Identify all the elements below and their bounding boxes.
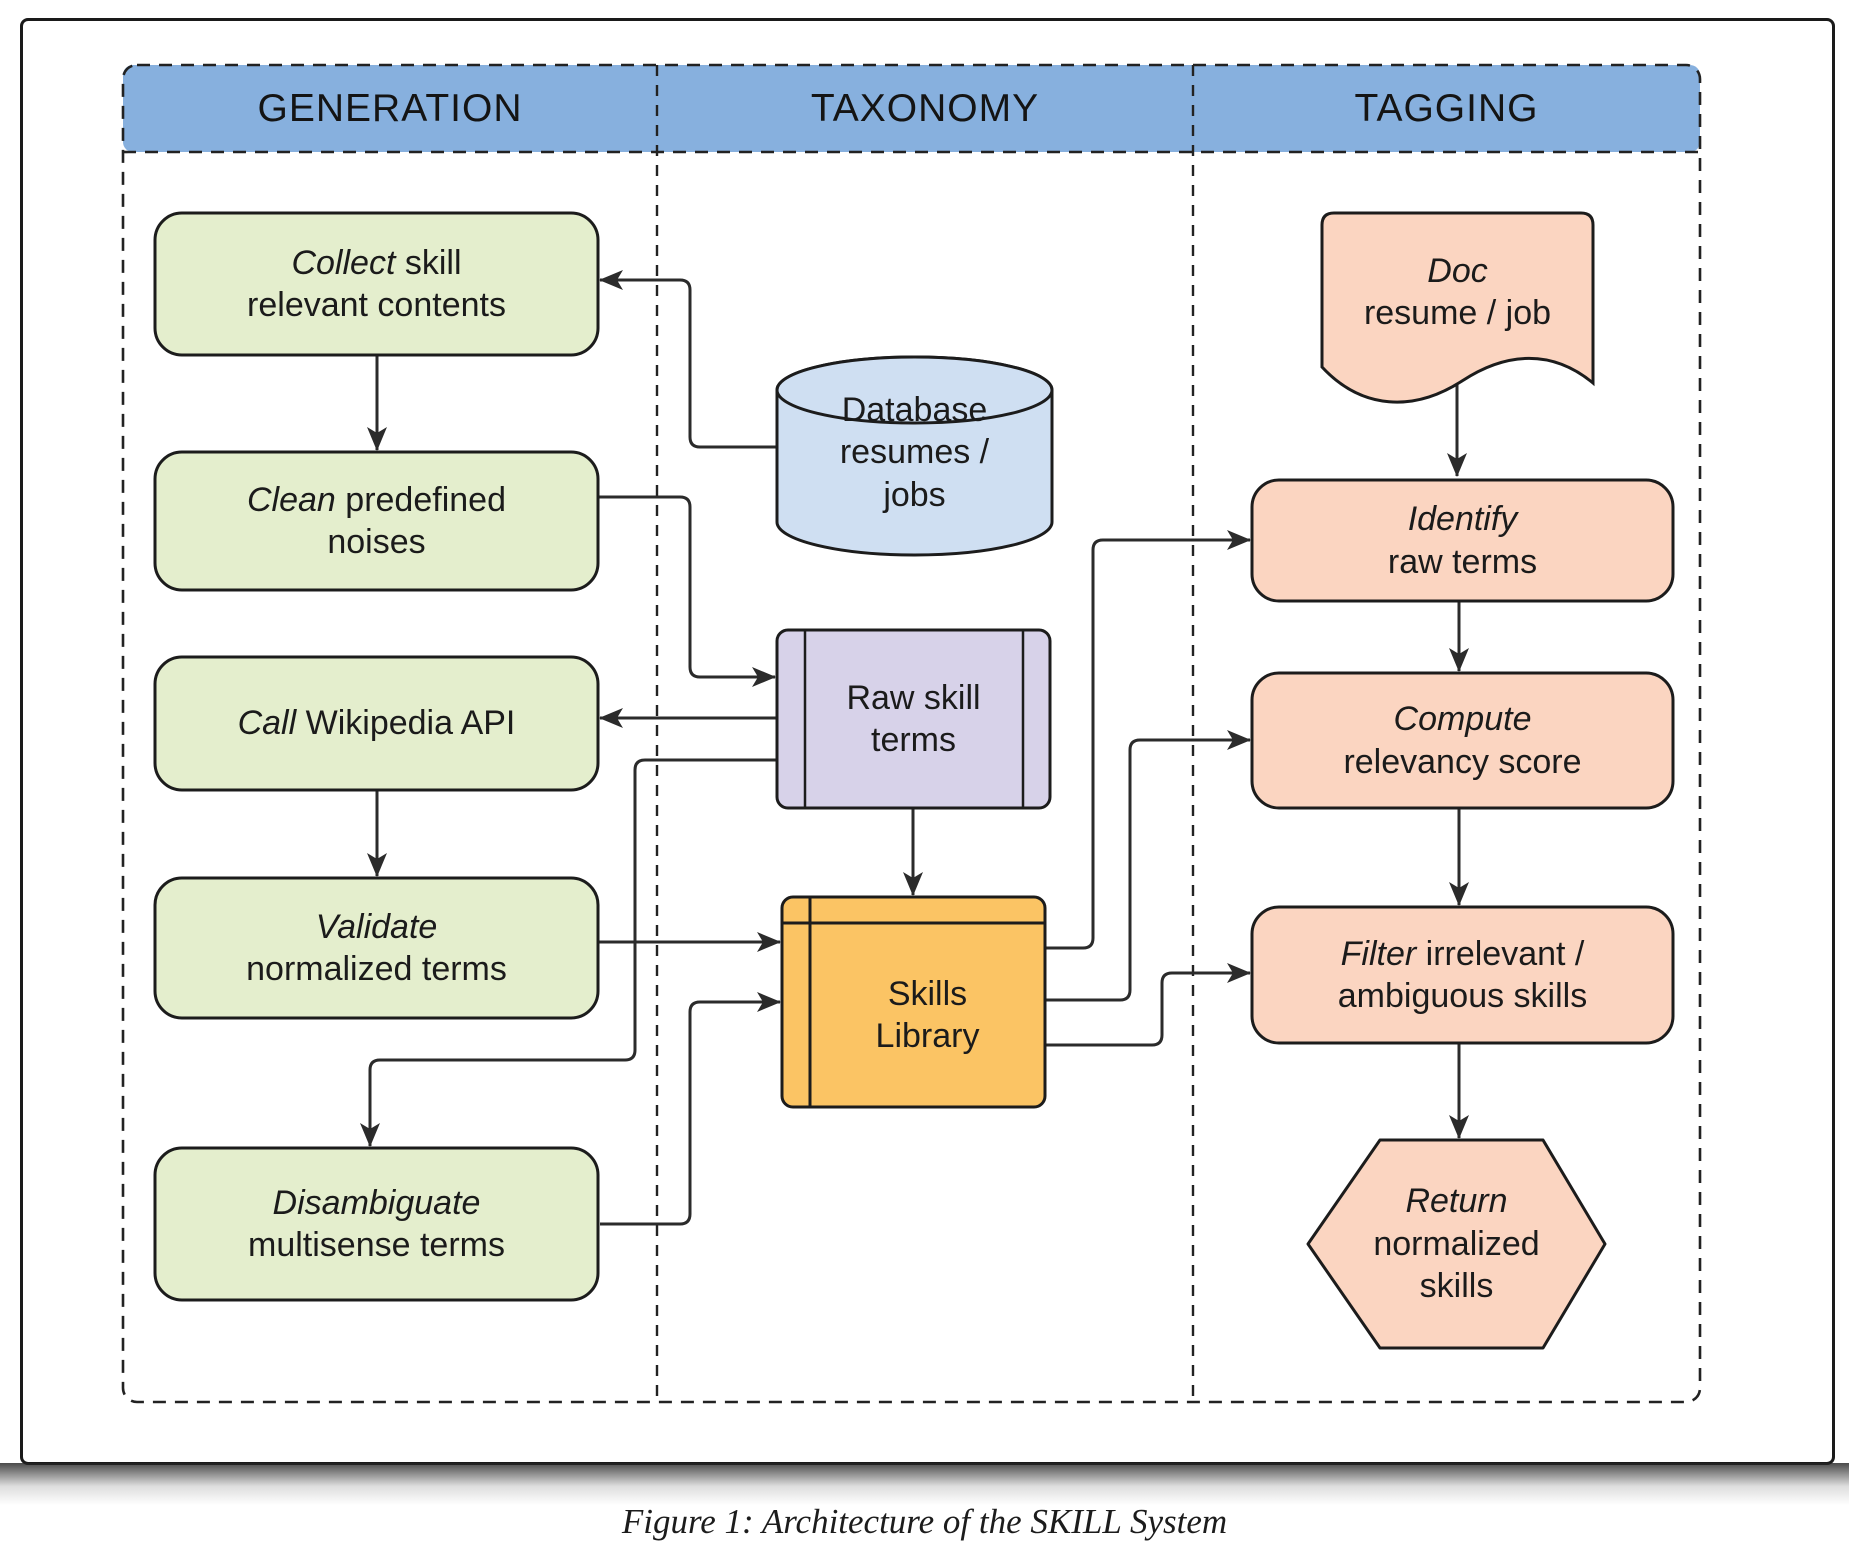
skills-library-inner-lines (782, 897, 1045, 1107)
compute-box-shape (1250, 671, 1675, 810)
api-box-shape (153, 655, 600, 792)
edge-library-filter (1045, 963, 1251, 1047)
disambiguate-box-shape (153, 1146, 600, 1302)
raw-terms-inner-lines (803, 630, 1025, 808)
edge-disambiguate-library (600, 992, 781, 1226)
skills-library-box-shape (780, 895, 1047, 1109)
header-band (123, 65, 1700, 152)
return-hexagon-shape (1306, 1138, 1607, 1350)
doc-shape (1320, 211, 1595, 404)
edge-database-collect (599, 270, 777, 449)
edge-library-compute (1045, 730, 1251, 1002)
validate-box-shape (153, 876, 600, 1020)
edge-clean-raw (598, 495, 776, 687)
edge-library-identify (1045, 530, 1251, 950)
database-cylinder-top (775, 355, 1054, 425)
dashed-frame (121, 63, 1702, 1404)
identify-box-shape (1250, 478, 1675, 603)
edge-raw-disambiguate (360, 758, 777, 1147)
figure-caption: Figure 1: Architecture of the SKILL Syst… (621, 1502, 1228, 1541)
filter-box-shape (1250, 905, 1675, 1045)
clean-box-shape (153, 450, 600, 592)
page-bottom-shadow (0, 1463, 1849, 1505)
raw-terms-box-shape (775, 628, 1052, 810)
collect-box-shape (153, 211, 600, 357)
connectors (360, 270, 1469, 1226)
